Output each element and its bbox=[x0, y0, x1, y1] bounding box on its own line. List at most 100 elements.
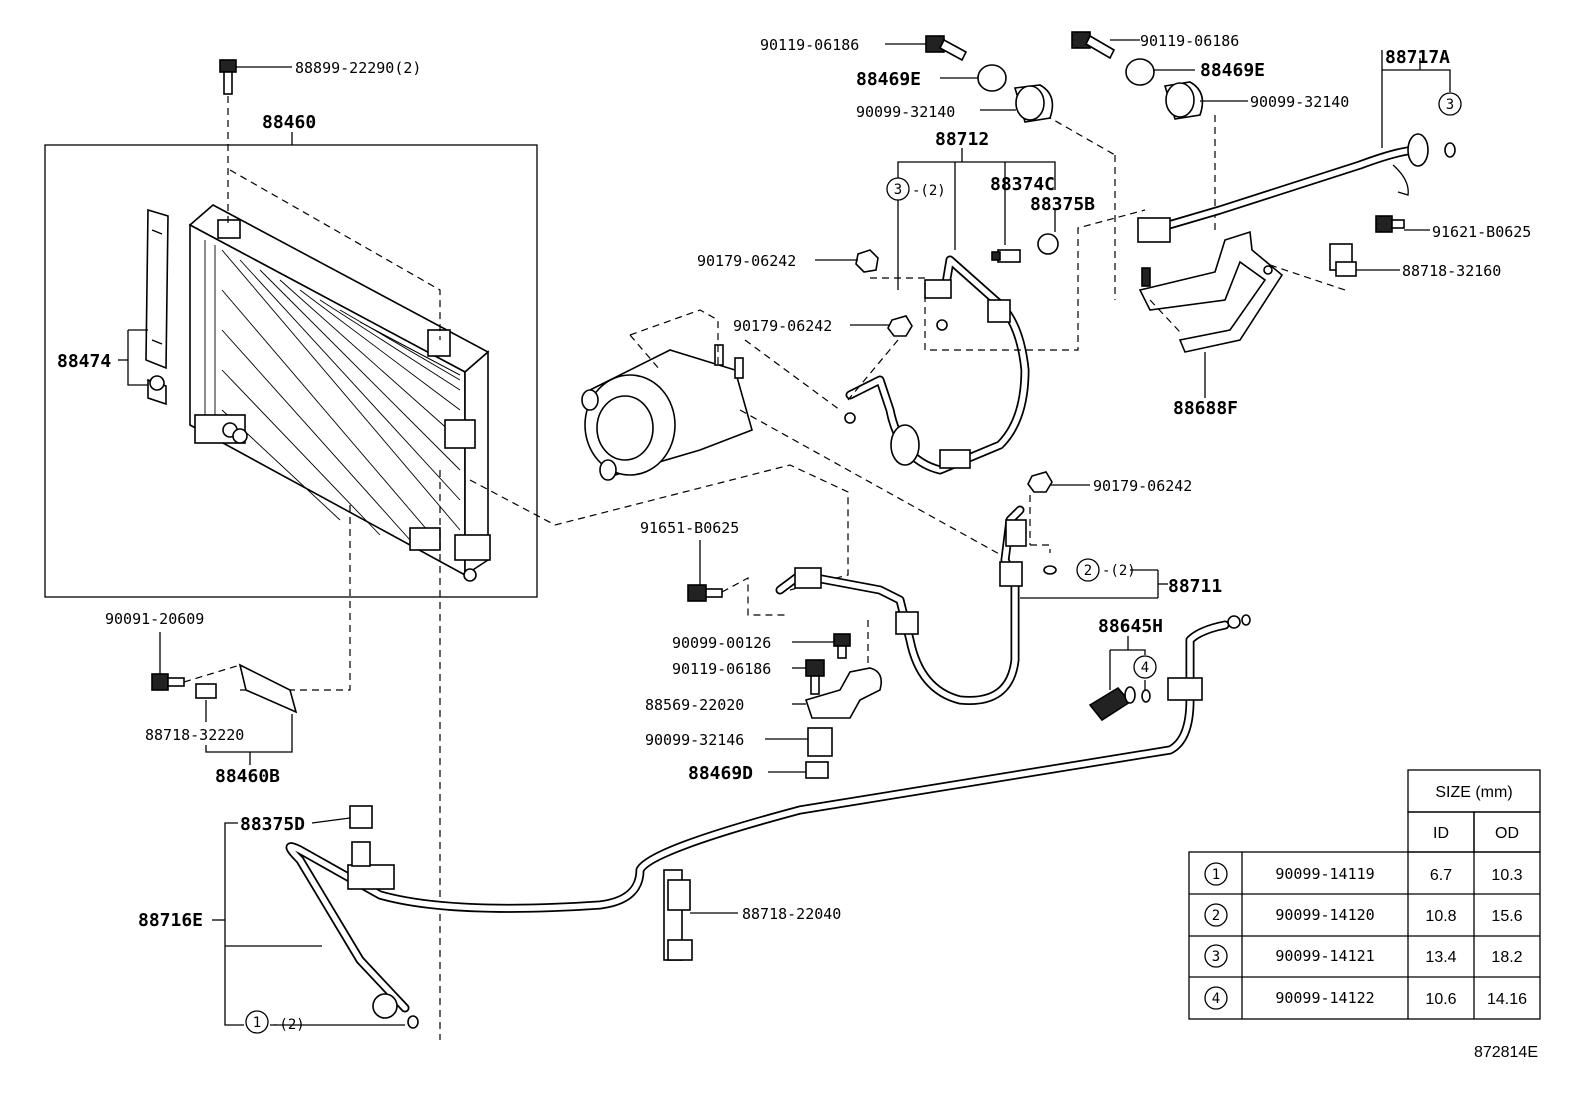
label-88717A: 88717A bbox=[1385, 47, 1450, 68]
svg-text:4: 4 bbox=[1212, 991, 1220, 1007]
svg-text:10.3: 10.3 bbox=[1491, 867, 1522, 884]
compressor bbox=[581, 344, 753, 481]
label-90091-20609: 90091-20609 bbox=[105, 610, 204, 628]
part-88469E-bushing-b bbox=[1125, 58, 1155, 86]
size-table-row: 3 90099-14121 13.4 18.2 bbox=[1204, 944, 1523, 968]
part-88460B-bracket bbox=[238, 663, 298, 714]
svg-text:10.8: 10.8 bbox=[1425, 908, 1456, 925]
label-88711: 88711 bbox=[1168, 576, 1222, 597]
size-table: SIZE (mm) ID OD 1 90099-14119 6.7 10.3 2… bbox=[1188, 769, 1541, 1020]
label-88374C: 88374C bbox=[990, 174, 1055, 195]
label-88460B: 88460B bbox=[215, 766, 280, 787]
callout-4: 4 bbox=[1133, 655, 1157, 679]
part-88469E-bushing-a bbox=[977, 64, 1007, 92]
svg-text:1: 1 bbox=[1212, 867, 1220, 883]
label-88460: 88460 bbox=[262, 112, 316, 133]
label-88718-32160: 88718-32160 bbox=[1402, 262, 1501, 280]
label-91651-B0625: 91651-B0625 bbox=[640, 519, 739, 537]
part-88716E-pipe bbox=[285, 614, 1251, 1029]
svg-text:14.16: 14.16 bbox=[1487, 991, 1527, 1008]
svg-text:3: 3 bbox=[894, 182, 902, 198]
label-90099-32140-b: 90099-32140 bbox=[1250, 93, 1349, 111]
label-callout-2-qty: -(2) bbox=[1102, 563, 1136, 579]
label-88718-32220: 88718-32220 bbox=[145, 726, 244, 744]
label-90119-06186-b: 90119-06186 bbox=[1140, 32, 1239, 50]
callout-1: 1 bbox=[245, 1010, 269, 1034]
label-88718-22040: 88718-22040 bbox=[742, 905, 841, 923]
size-table-row: 1 90099-14119 6.7 10.3 bbox=[1204, 862, 1523, 886]
part-90099-00126-screw bbox=[833, 633, 851, 659]
label-88469D: 88469D bbox=[688, 763, 753, 784]
label-callout-3-qty: -(2) bbox=[912, 183, 946, 199]
part-90119-bolt-c bbox=[805, 659, 825, 695]
label-88469E-a: 88469E bbox=[856, 69, 921, 90]
part-90099-32140-collar-b bbox=[1163, 81, 1204, 120]
svg-text:2: 2 bbox=[1084, 563, 1092, 579]
label-91621-B0625: 91621-B0625 bbox=[1432, 223, 1531, 241]
svg-text:6.7: 6.7 bbox=[1430, 867, 1452, 884]
svg-text:10.6: 10.6 bbox=[1425, 991, 1456, 1008]
label-88899-22290: 88899-22290(2) bbox=[295, 59, 421, 77]
part-88569-22020-bracket bbox=[804, 667, 883, 719]
svg-text:18.2: 18.2 bbox=[1491, 949, 1522, 966]
part-90179-nut-b bbox=[887, 315, 913, 337]
part-90119-bolt-a bbox=[925, 35, 968, 62]
part-90099-32146-collar bbox=[807, 727, 833, 757]
svg-text:2: 2 bbox=[1212, 908, 1220, 924]
svg-text:1: 1 bbox=[253, 1015, 261, 1031]
label-88716E: 88716E bbox=[138, 910, 203, 931]
label-90099-00126: 90099-00126 bbox=[672, 634, 771, 652]
label-88688F: 88688F bbox=[1173, 398, 1238, 419]
part-90099-32140-collar-a bbox=[1013, 84, 1054, 123]
label-88375D: 88375D bbox=[240, 814, 305, 835]
part-88474-bracket bbox=[145, 208, 169, 406]
callout-2: 2 bbox=[1076, 558, 1100, 582]
part-91651-bolt bbox=[687, 584, 723, 602]
callout-3-a: 3 bbox=[886, 177, 910, 201]
part-88469D-bushing bbox=[805, 761, 829, 779]
part-88718-32160-clip bbox=[1329, 243, 1357, 277]
label-90119-06186-a: 90119-06186 bbox=[760, 36, 859, 54]
part-88375B-cap bbox=[1037, 233, 1059, 255]
svg-text:13.4: 13.4 bbox=[1425, 949, 1456, 966]
condenser-assembly bbox=[188, 204, 491, 582]
svg-text:15.6: 15.6 bbox=[1491, 908, 1522, 925]
label-88469E-b: 88469E bbox=[1200, 60, 1265, 81]
size-table-col-id: ID bbox=[1433, 825, 1449, 842]
part-88718-32220-clip bbox=[195, 683, 217, 699]
svg-text:90099-14119: 90099-14119 bbox=[1275, 865, 1374, 883]
part-88374C-valve bbox=[991, 249, 1021, 263]
label-90179-06242-b: 90179-06242 bbox=[733, 317, 832, 335]
part-88712-hose bbox=[844, 255, 1030, 475]
label-88569-22020: 88569-22020 bbox=[645, 696, 744, 714]
svg-text:90099-14120: 90099-14120 bbox=[1275, 906, 1374, 924]
callout-3-b: 3 bbox=[1438, 92, 1462, 116]
svg-text:3: 3 bbox=[1446, 97, 1454, 113]
part-90179-nut-c bbox=[1027, 471, 1053, 493]
size-table-header: SIZE (mm) bbox=[1435, 784, 1512, 801]
part-88375D-cap bbox=[349, 805, 373, 829]
condenser-group-frame bbox=[44, 144, 538, 598]
part-88717A-pipe bbox=[1137, 133, 1456, 243]
part-88711-hose bbox=[775, 505, 1027, 705]
label-90099-32140-a: 90099-32140 bbox=[856, 103, 955, 121]
label-88375B: 88375B bbox=[1030, 194, 1095, 215]
size-table-col-od: OD bbox=[1495, 825, 1519, 842]
label-88712: 88712 bbox=[935, 129, 989, 150]
part-90091-bolt bbox=[151, 673, 185, 691]
diagram-id: 872814E bbox=[1474, 1044, 1538, 1061]
label-90179-06242-c: 90179-06242 bbox=[1093, 477, 1192, 495]
svg-text:3: 3 bbox=[1212, 949, 1220, 965]
label-88474: 88474 bbox=[57, 351, 111, 372]
svg-text:90099-14121: 90099-14121 bbox=[1275, 947, 1374, 965]
label-90099-32146: 90099-32146 bbox=[645, 731, 744, 749]
label-callout-1-qty: -(2) bbox=[271, 1017, 305, 1033]
part-88688F-bracket bbox=[1138, 230, 1284, 353]
label-88645H: 88645H bbox=[1098, 616, 1163, 637]
part-88718-22040-clip bbox=[663, 869, 693, 961]
part-91621-bolt bbox=[1375, 215, 1405, 233]
size-table-row: 2 90099-14120 10.8 15.6 bbox=[1204, 903, 1523, 927]
svg-text:90099-14122: 90099-14122 bbox=[1275, 989, 1374, 1007]
svg-text:4: 4 bbox=[1141, 660, 1149, 676]
